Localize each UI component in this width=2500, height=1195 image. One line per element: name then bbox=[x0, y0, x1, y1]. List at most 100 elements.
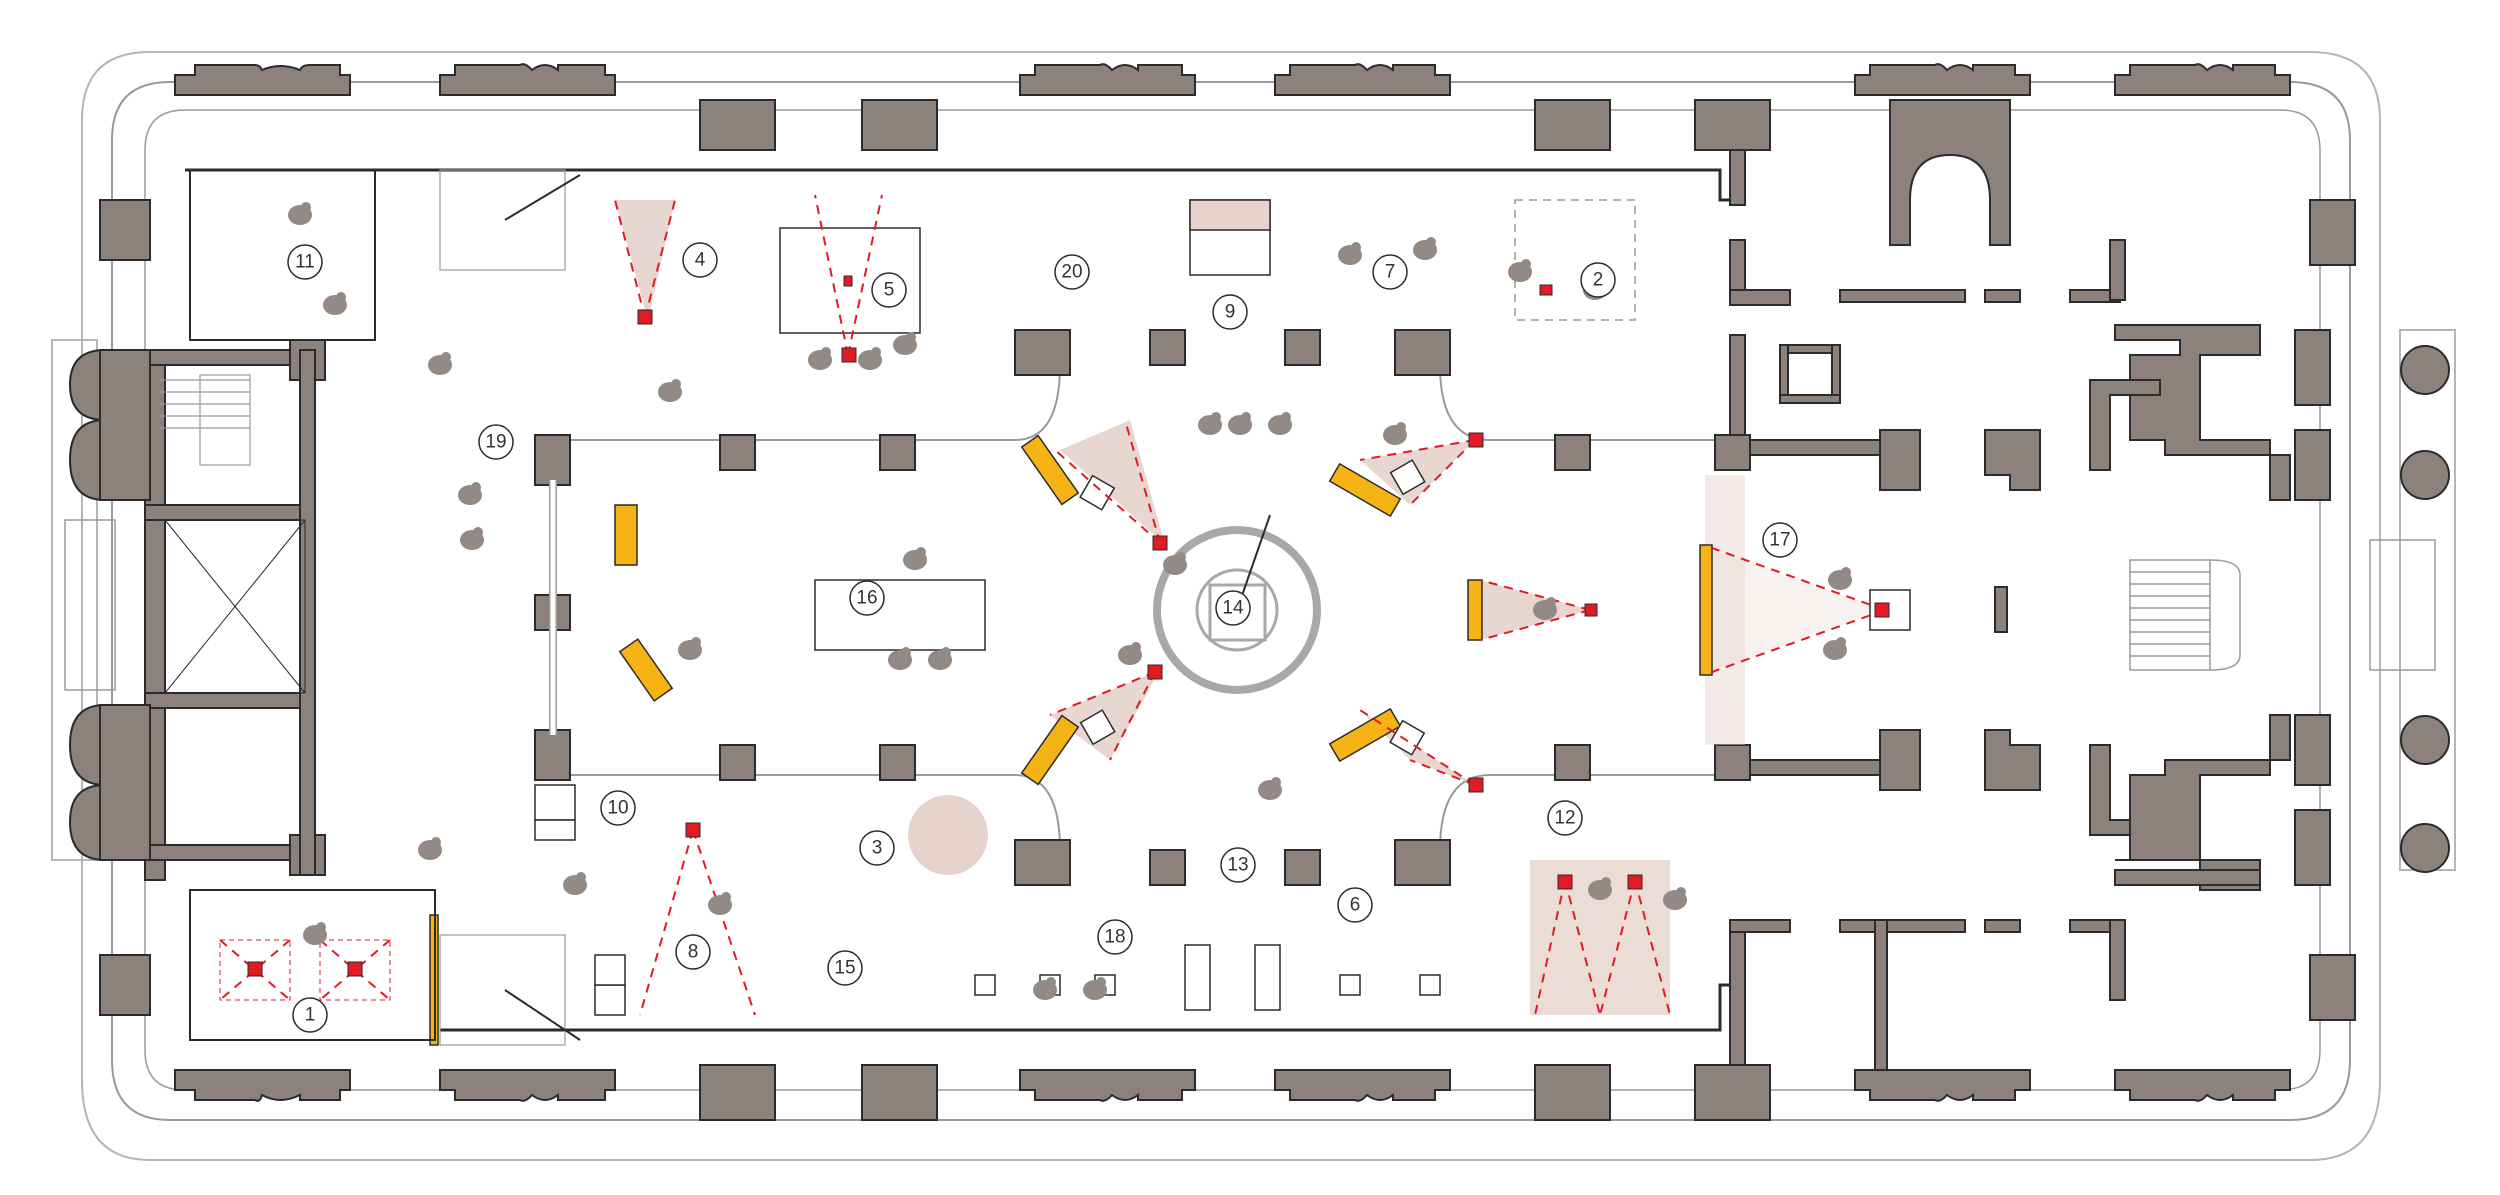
visitor-head bbox=[906, 332, 916, 342]
room-label-15: 15 bbox=[827, 950, 863, 986]
visitor-head bbox=[441, 352, 451, 362]
visitor-head bbox=[916, 547, 926, 557]
visitor-head bbox=[1351, 242, 1361, 252]
visitor-head bbox=[1841, 567, 1851, 577]
room-label-text: 7 bbox=[1385, 262, 1396, 283]
room-label-text: 12 bbox=[1554, 808, 1575, 829]
west-lift-x2 bbox=[164, 519, 306, 694]
room-label-circle bbox=[1215, 590, 1251, 626]
room-label-circle bbox=[1220, 847, 1256, 883]
west-lift bbox=[164, 519, 306, 694]
inner-gallery-outline-south bbox=[540, 774, 1735, 851]
side-piers bbox=[99, 199, 2356, 1021]
east-arch bbox=[1889, 99, 2011, 246]
room-label-8: 8 bbox=[675, 934, 711, 970]
south-piers bbox=[174, 1064, 2291, 1121]
visitor-head bbox=[1676, 887, 1686, 897]
visitor-head bbox=[721, 892, 731, 902]
visitor-head bbox=[1131, 642, 1141, 652]
room-label-7: 7 bbox=[1372, 254, 1408, 290]
room-label-circle bbox=[287, 244, 323, 280]
west-steps bbox=[64, 519, 116, 691]
room-label-text: 14 bbox=[1222, 598, 1244, 619]
room-label-text: 4 bbox=[695, 250, 706, 271]
visitor-head bbox=[1396, 422, 1406, 432]
visitor-head bbox=[431, 837, 441, 847]
room-label-10: 10 bbox=[600, 790, 636, 826]
screen-icon bbox=[429, 434, 1713, 1046]
visitor-head bbox=[821, 347, 831, 357]
room-label-text: 1 bbox=[305, 1005, 316, 1026]
east-partitions bbox=[1729, 99, 2331, 1071]
visitor-head bbox=[1241, 412, 1251, 422]
visitor-head bbox=[301, 202, 311, 212]
visitor-head bbox=[336, 292, 346, 302]
room-label-text: 20 bbox=[1061, 262, 1082, 283]
visitor-head bbox=[316, 922, 326, 932]
inner-outline bbox=[111, 81, 2351, 1121]
room-label-text: 2 bbox=[1593, 270, 1604, 291]
room-label-11: 11 bbox=[287, 244, 323, 280]
room-label-text: 13 bbox=[1227, 855, 1248, 876]
room-label-circle bbox=[1337, 887, 1373, 923]
room-label-text: 18 bbox=[1104, 927, 1125, 948]
room-label-19: 19 bbox=[478, 424, 514, 460]
east-columns bbox=[2400, 345, 2450, 873]
room-label-text: 17 bbox=[1769, 530, 1790, 551]
room-label-3: 3 bbox=[859, 830, 895, 866]
visitor-head bbox=[901, 647, 911, 657]
room-label-13: 13 bbox=[1220, 847, 1256, 883]
room-label-text: 19 bbox=[485, 432, 506, 453]
north-piers bbox=[174, 63, 2291, 151]
visitor-head bbox=[473, 527, 483, 537]
room-label-text: 16 bbox=[856, 588, 877, 609]
east-annex-outline bbox=[2399, 329, 2456, 871]
camera-icon bbox=[247, 275, 1890, 977]
room-label-circle bbox=[600, 790, 636, 826]
visitor-head bbox=[941, 647, 951, 657]
stair-icon bbox=[2129, 559, 2241, 671]
room-label-16: 16 bbox=[849, 580, 885, 616]
west-annex-outline bbox=[51, 339, 98, 861]
visitor-head bbox=[1546, 597, 1556, 607]
visitor-head bbox=[1836, 637, 1846, 647]
room-label-17: 17 bbox=[1762, 522, 1798, 558]
room-label-6: 6 bbox=[1337, 887, 1373, 923]
visitor-head bbox=[1281, 412, 1291, 422]
gallery-pillars bbox=[534, 329, 1751, 886]
hall-wall-line bbox=[185, 168, 1730, 202]
room-label-circle bbox=[1054, 254, 1090, 290]
room-label-circle bbox=[859, 830, 895, 866]
building-outline bbox=[81, 51, 2381, 1161]
visitor-head bbox=[471, 482, 481, 492]
room-label-text: 8 bbox=[688, 942, 699, 963]
visitor-head bbox=[1096, 977, 1106, 987]
visitor-head bbox=[1211, 412, 1221, 422]
room-label-20: 20 bbox=[1054, 254, 1090, 290]
room-label-circle bbox=[1762, 522, 1798, 558]
room-label-text: 10 bbox=[607, 798, 628, 819]
stair-icon bbox=[439, 169, 581, 1046]
room-label-circle bbox=[682, 242, 718, 278]
display-box-shade bbox=[1189, 199, 1271, 231]
visitor-head bbox=[671, 379, 681, 389]
west-columns bbox=[68, 348, 151, 862]
room-label-18: 18 bbox=[1097, 919, 1133, 955]
room-label-text: 6 bbox=[1350, 895, 1361, 916]
room-label-2: 2 bbox=[1580, 262, 1616, 298]
room-2-dashed bbox=[1514, 199, 1636, 321]
room-label-circle bbox=[1372, 254, 1408, 290]
east-steps bbox=[2369, 539, 2436, 671]
room-label-12: 12 bbox=[1547, 800, 1583, 836]
room-label-circle bbox=[827, 950, 863, 986]
room-label-circle bbox=[478, 424, 514, 460]
room-3-disc bbox=[908, 795, 988, 875]
room-label-text: 3 bbox=[872, 838, 883, 859]
room-label-text: 5 bbox=[884, 280, 895, 301]
room-label-14: 14 bbox=[1215, 590, 1251, 626]
room-label-text: 9 bbox=[1225, 302, 1236, 323]
hall-wall-line-south bbox=[440, 983, 1730, 1032]
room-11-box bbox=[189, 169, 376, 341]
visitor-head bbox=[1426, 237, 1436, 247]
